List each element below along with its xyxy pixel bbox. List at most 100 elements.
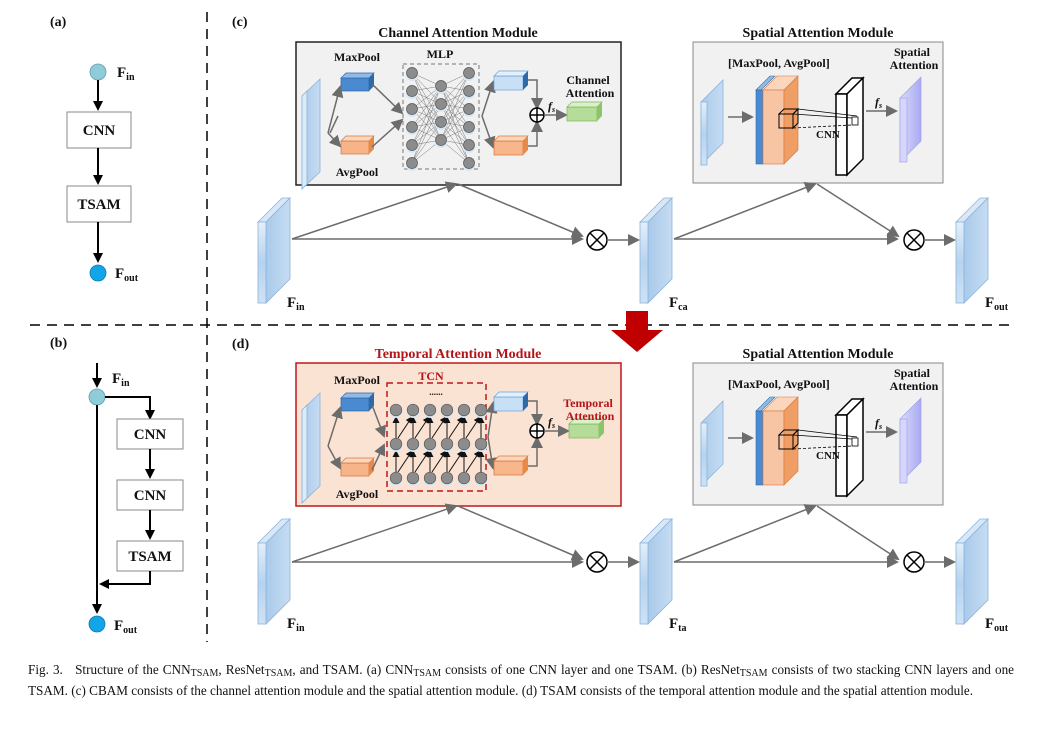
tcn-box xyxy=(386,382,487,492)
mlp-connection xyxy=(411,85,442,128)
temporal-attention-label-line2: Attention xyxy=(566,409,615,423)
spatial-attention-label-line2: Attention xyxy=(890,58,939,72)
element-wise-multiply-icon xyxy=(903,551,925,573)
avgpool-block xyxy=(340,135,375,155)
tcn-label: TCN xyxy=(418,369,444,383)
feature-map-fca xyxy=(639,197,673,304)
tcn-node xyxy=(440,437,454,451)
maxpool-block xyxy=(340,392,375,412)
tcn-node xyxy=(457,471,471,485)
fs-label: fs xyxy=(875,416,882,431)
panel-a: (a) Fin CNN TSAM Fout xyxy=(50,15,139,284)
fta-label: Fta xyxy=(669,616,687,634)
tcn-node xyxy=(457,437,471,451)
cnn-block-label: CNN xyxy=(134,488,167,504)
maxpool-mlp-output-block xyxy=(493,70,529,91)
maxpool-block xyxy=(340,72,375,92)
fs-label: fs xyxy=(875,95,882,110)
projection-line xyxy=(797,108,858,117)
avgpool-tcn-output-block xyxy=(493,455,529,476)
fout-label: Fout xyxy=(985,295,1009,313)
projection-line xyxy=(792,434,853,440)
tsam-block xyxy=(66,185,132,223)
mlp-box xyxy=(402,63,480,170)
mlp-node xyxy=(435,98,447,110)
mlp-connection xyxy=(440,90,470,141)
temporal-attention-title: Temporal Attention Module xyxy=(375,347,542,362)
conv-output-cell xyxy=(851,437,859,447)
maxpool-label: MaxPool xyxy=(334,50,381,64)
module-input-feature xyxy=(301,78,321,190)
slab-front xyxy=(257,542,267,625)
mlp-node xyxy=(463,139,475,151)
tcn-node xyxy=(406,437,420,451)
mlp-label: MLP xyxy=(427,47,454,61)
feature-map-fout xyxy=(955,197,989,304)
fs-subscript: s xyxy=(878,422,882,431)
mlp-node xyxy=(406,85,418,97)
spatial-attention-label-line1: Spatial xyxy=(894,45,931,59)
residual-merge-arrow xyxy=(99,571,151,589)
cnn-block xyxy=(116,418,184,450)
maxpool-map xyxy=(755,89,764,165)
mlp-network xyxy=(405,67,476,171)
figure-caption: Fig. 3. Structure of the CNNTSAM, ResNet… xyxy=(28,662,1015,698)
tcn-node xyxy=(457,403,471,417)
temporal-attention-output-block xyxy=(568,418,605,439)
output-label: Fout xyxy=(114,618,138,636)
mlp-node xyxy=(406,121,418,133)
tcn-node xyxy=(423,437,437,451)
module-input-feature xyxy=(301,392,321,504)
mlp-node xyxy=(435,80,447,92)
feature-map-fin xyxy=(257,518,291,625)
mlp-connection xyxy=(411,103,442,164)
spatial-attention-map-front xyxy=(899,418,908,484)
tcn-node xyxy=(406,403,420,417)
mlp-connection xyxy=(411,85,442,146)
output-node xyxy=(88,615,106,633)
tcn-node xyxy=(389,437,403,451)
tsam-block-label: TSAM xyxy=(77,197,120,213)
mlp-connection xyxy=(440,72,470,141)
mlp-connection xyxy=(411,121,442,164)
spatial-attention-title: Spatial Attention Module xyxy=(743,347,894,362)
mlp-node xyxy=(406,67,418,79)
element-wise-multiply-icon xyxy=(903,229,925,251)
mlp-node xyxy=(406,157,418,169)
maxpool-tcn-output-block xyxy=(493,391,529,412)
fin-label: Fin xyxy=(287,616,305,634)
cnn-label: CNN xyxy=(816,129,840,141)
channel-attention-label-line2: Attention xyxy=(566,86,615,100)
cnn-label: CNN xyxy=(816,450,840,462)
pool-concat-label: [MaxPool, AvgPool] xyxy=(728,377,830,391)
conv-kernel-side xyxy=(792,107,799,130)
tcn-ellipsis: ...... xyxy=(429,387,443,397)
element-wise-multiply-icon xyxy=(586,229,608,251)
input-node xyxy=(89,63,107,81)
avgpool-front xyxy=(762,410,785,486)
avgpool-block xyxy=(340,457,375,477)
element-wise-sum-icon xyxy=(529,107,545,123)
tcn-node xyxy=(474,437,488,451)
tcn-node xyxy=(406,471,420,485)
panel-d: (d) Temporal Attention Module MaxPool Av… xyxy=(232,337,1009,634)
projection-line xyxy=(797,429,858,438)
slab-front xyxy=(955,221,965,304)
mlp-node xyxy=(406,103,418,115)
tcn-node xyxy=(474,471,488,485)
tcn-node xyxy=(474,403,488,417)
channel-attention-label-line1: Channel xyxy=(566,73,610,87)
tsam-block-label: TSAM xyxy=(128,549,171,565)
tcn-node xyxy=(389,403,403,417)
tcn-node xyxy=(440,471,454,485)
cnn-block-label: CNN xyxy=(134,427,167,443)
cnn-block xyxy=(66,111,132,149)
conv-kernel-side xyxy=(792,428,799,451)
output-node xyxy=(89,264,107,282)
panel-a-label: (a) xyxy=(50,15,67,30)
mlp-node xyxy=(463,67,475,79)
mlp-node xyxy=(435,134,447,146)
